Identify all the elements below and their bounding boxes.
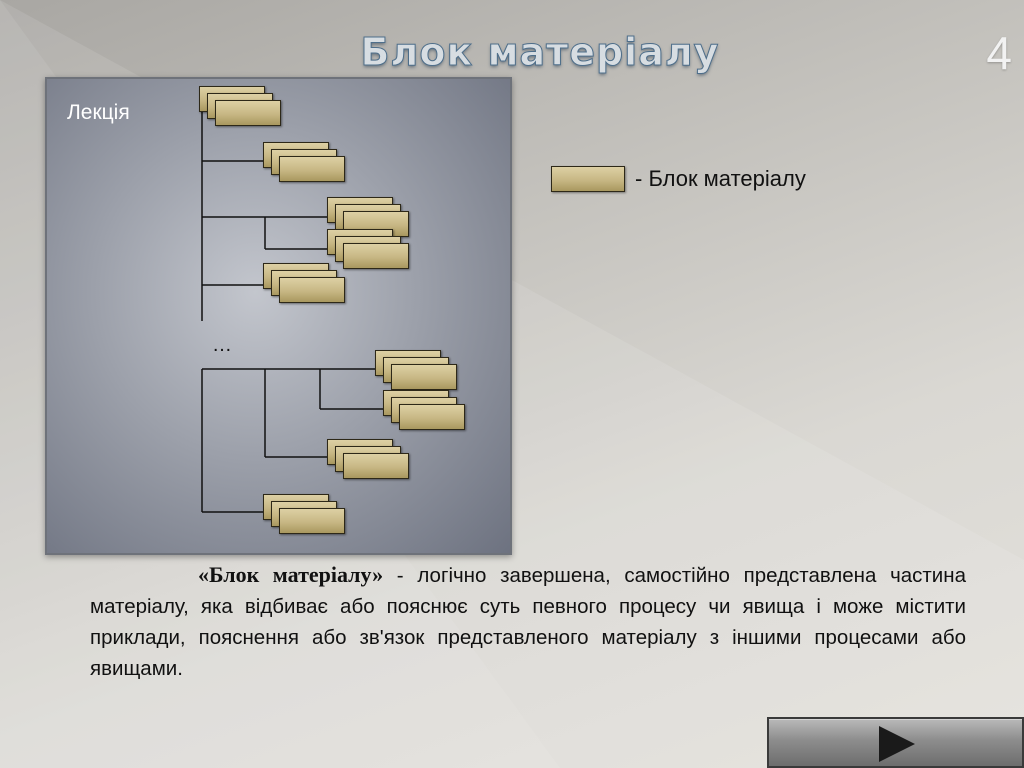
material-block-stack xyxy=(263,263,347,307)
material-block xyxy=(343,243,409,269)
play-triangle-icon xyxy=(879,726,915,762)
material-block-stack xyxy=(327,439,411,483)
material-block xyxy=(279,277,345,303)
next-slide-button[interactable] xyxy=(767,717,1024,768)
material-block-stack xyxy=(375,350,459,394)
material-block xyxy=(279,508,345,534)
material-block-stack xyxy=(263,142,347,186)
legend-label: - Блок матеріалу xyxy=(635,166,806,191)
lecture-label: Лекція xyxy=(67,101,130,124)
material-block-stack xyxy=(199,86,283,130)
definition-paragraph: «Блок матеріалу» - логічно завершена, са… xyxy=(90,559,966,684)
slide-title: Блок матеріалу xyxy=(360,30,720,75)
legend: - Блок матеріалу xyxy=(551,166,806,192)
legend-material-block xyxy=(551,166,625,192)
material-block xyxy=(399,404,465,430)
tree-connectors xyxy=(201,97,385,513)
material-block-stack xyxy=(263,494,347,538)
lecture-diagram: Лекція … xyxy=(45,77,512,555)
definition-term: «Блок матеріалу» xyxy=(198,562,384,587)
ellipsis: … xyxy=(212,334,233,356)
definition-text: - логічно завершена, самостійно представ… xyxy=(90,564,966,680)
material-block xyxy=(343,453,409,479)
material-block-stack xyxy=(327,229,411,273)
material-block xyxy=(279,156,345,182)
slide-number: 4 xyxy=(986,27,1012,79)
material-block xyxy=(391,364,457,390)
material-block-stack xyxy=(383,390,467,434)
material-block xyxy=(215,100,281,126)
